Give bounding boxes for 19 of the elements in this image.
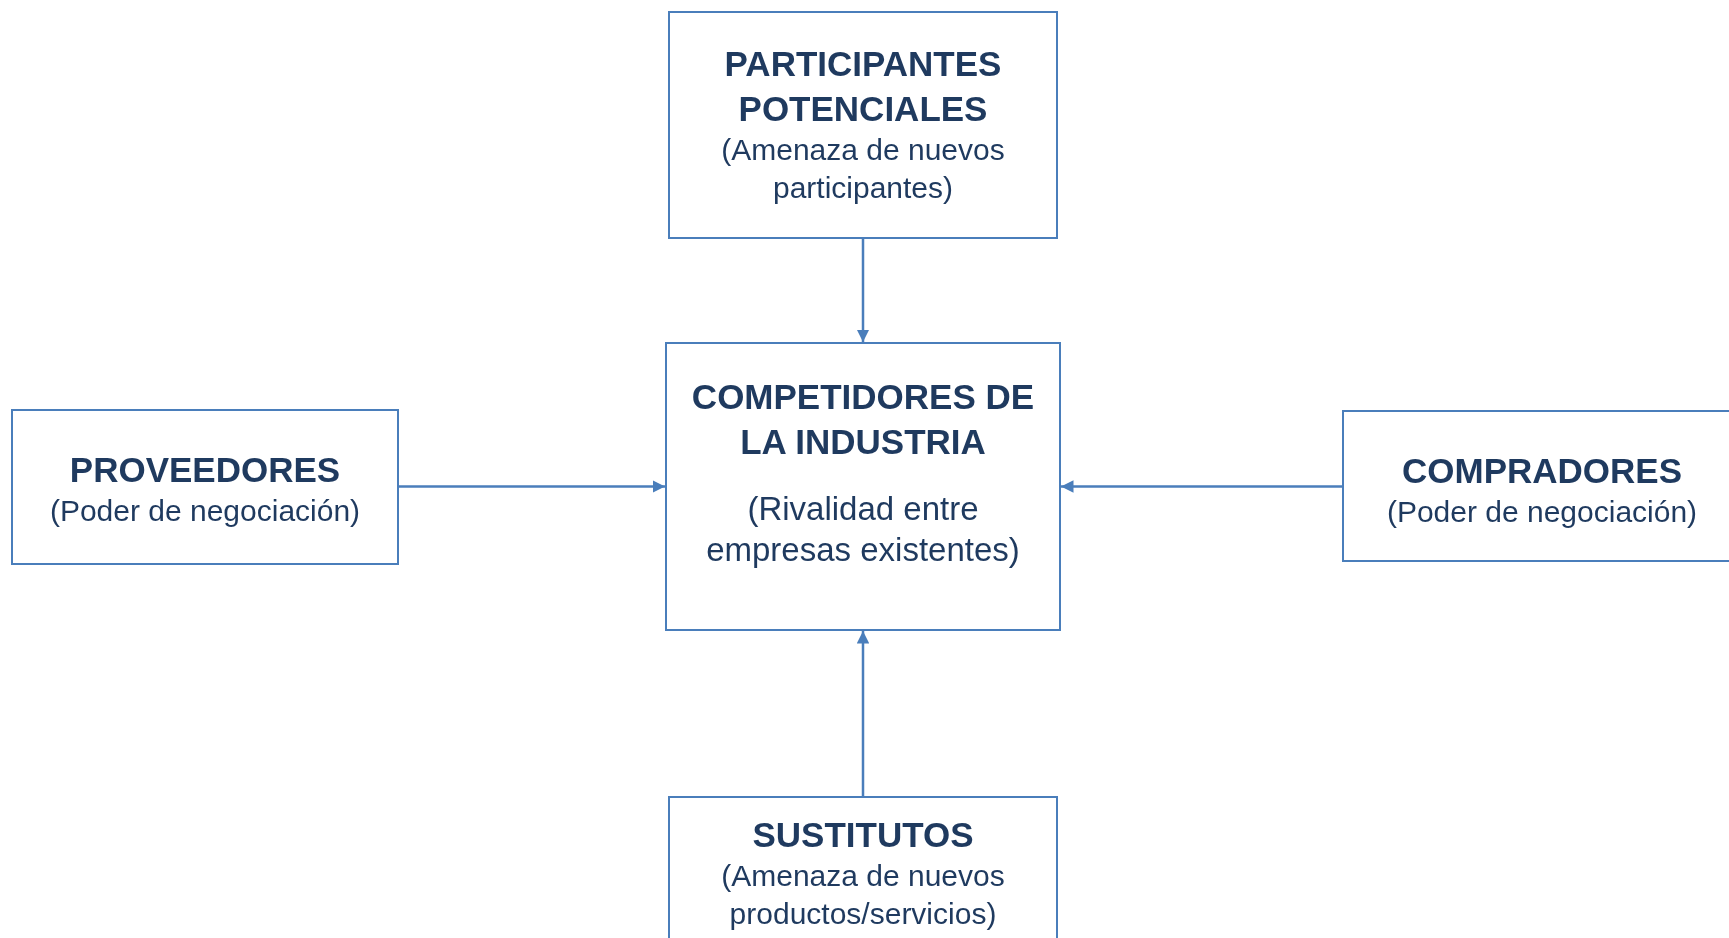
arrow	[399, 480, 665, 493]
process-box	[11, 409, 399, 565]
box-description: (Rivalidad entre empresas existentes)	[705, 489, 1021, 570]
arrow	[856, 631, 870, 796]
box-description: (Poder de negociación)	[49, 493, 361, 529]
box-heading: PARTICIPANTES POTENCIALES	[723, 43, 1003, 130]
process-box	[668, 11, 1058, 239]
box-description: (Amenaza de nuevos productos/servicios)	[720, 858, 1006, 932]
arrow	[856, 239, 870, 342]
box-description: (Poder de negociación)	[1386, 494, 1698, 530]
process-box	[668, 796, 1058, 938]
process-box	[665, 342, 1061, 631]
box-heading: COMPRADORES	[1402, 450, 1682, 492]
arrow	[1061, 480, 1342, 493]
process-box	[1342, 410, 1729, 562]
box-heading: COMPETIDORES DE LA INDUSTRIA	[690, 376, 1036, 463]
box-heading: SUSTITUTOS	[752, 814, 974, 856]
box-heading: PROVEEDORES	[69, 449, 341, 491]
box-description: (Amenaza de nuevos participantes)	[720, 132, 1006, 206]
